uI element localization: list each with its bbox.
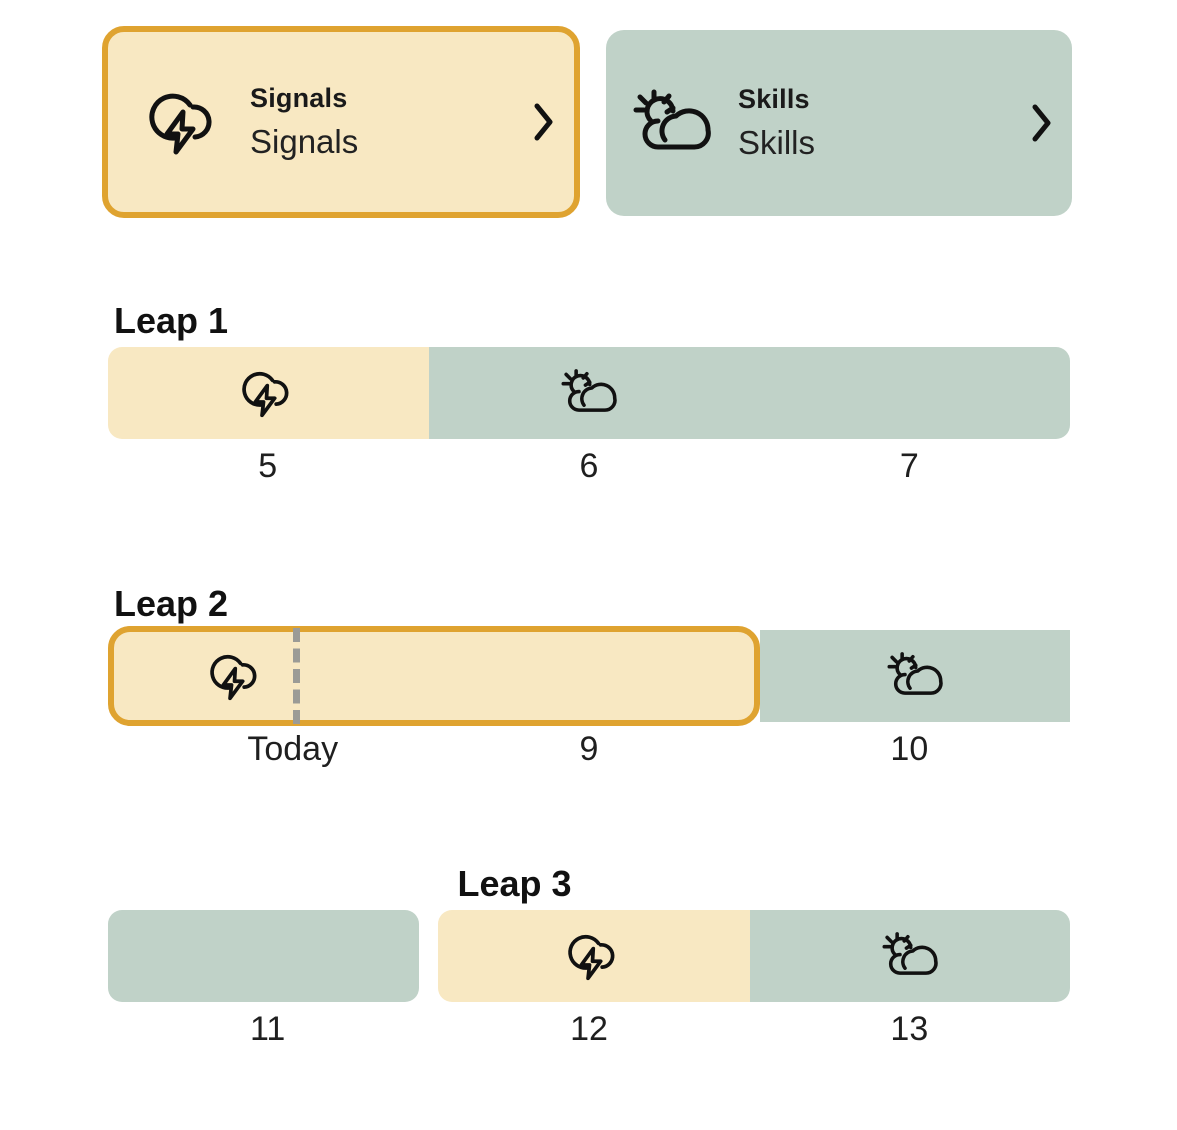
sun-cloud-icon [558, 368, 620, 418]
timeline-segment-12[interactable] [437, 910, 750, 1002]
leap-timeline-bar [108, 347, 1070, 439]
timeline-segment-7[interactable] [749, 347, 1070, 439]
sun-cloud-icon [884, 651, 946, 701]
leap-timeline-bar [108, 910, 1070, 1002]
storm-cloud-icon [207, 650, 265, 702]
leap-title: Leap 1 [114, 300, 229, 341]
leap-day-labels: 11 12 13 [108, 1002, 1070, 1058]
category-card-text: Skills Skills [738, 83, 1010, 163]
day-label: 13 [890, 1010, 929, 1048]
timeline-segment-today-highlighted[interactable] [108, 626, 761, 726]
storm-cloud-icon [239, 367, 297, 419]
day-label: 11 [250, 1010, 286, 1048]
category-card-title: Signals [250, 83, 348, 114]
timeline-segment-11[interactable] [108, 910, 419, 1002]
leap-section-1: Leap 1 5 6 [0, 295, 1177, 495]
leap-title: Leap 3 [457, 863, 572, 904]
timeline-segment-10[interactable] [760, 630, 1070, 722]
leap-day-labels: 5 6 7 [108, 439, 1070, 495]
category-cards-row: Signals Signals Skills Skills [0, 0, 1177, 245]
day-label: 12 [570, 1010, 608, 1048]
leap-title: Leap 2 [114, 583, 229, 624]
day-label: 5 [258, 447, 278, 485]
storm-cloud-icon [136, 88, 232, 156]
timeline-segment-13[interactable] [749, 910, 1070, 1002]
day-label: 7 [899, 447, 919, 485]
category-card-title: Skills [738, 84, 810, 115]
category-card-signals[interactable]: Signals Signals [102, 26, 580, 218]
leap-section-3: Leap 3 11 12 [0, 858, 1177, 1058]
category-card-subtitle: Signals [250, 122, 359, 160]
day-label: 10 [890, 730, 929, 768]
chevron-right-icon[interactable] [512, 100, 574, 144]
day-label: 9 [579, 730, 599, 768]
sun-cloud-icon [879, 931, 941, 981]
storm-cloud-icon [565, 930, 623, 982]
leap-section-2: Leap 2 Today [0, 578, 1177, 778]
leap-timeline-bar [108, 626, 1070, 726]
timeline-segment-6[interactable] [428, 347, 750, 439]
leap-day-labels: Today 9 10 [108, 722, 1070, 778]
day-label-today: Today [247, 730, 339, 768]
timeline-segment-5[interactable] [108, 347, 429, 439]
category-card-skills[interactable]: Skills Skills [606, 30, 1072, 216]
sun-cloud-icon [624, 88, 720, 158]
category-card-subtitle: Skills [738, 123, 816, 161]
category-card-text: Signals Signals [250, 82, 512, 162]
today-marker-line [292, 628, 300, 724]
chevron-right-icon[interactable] [1010, 101, 1072, 145]
day-label: 6 [579, 447, 599, 485]
